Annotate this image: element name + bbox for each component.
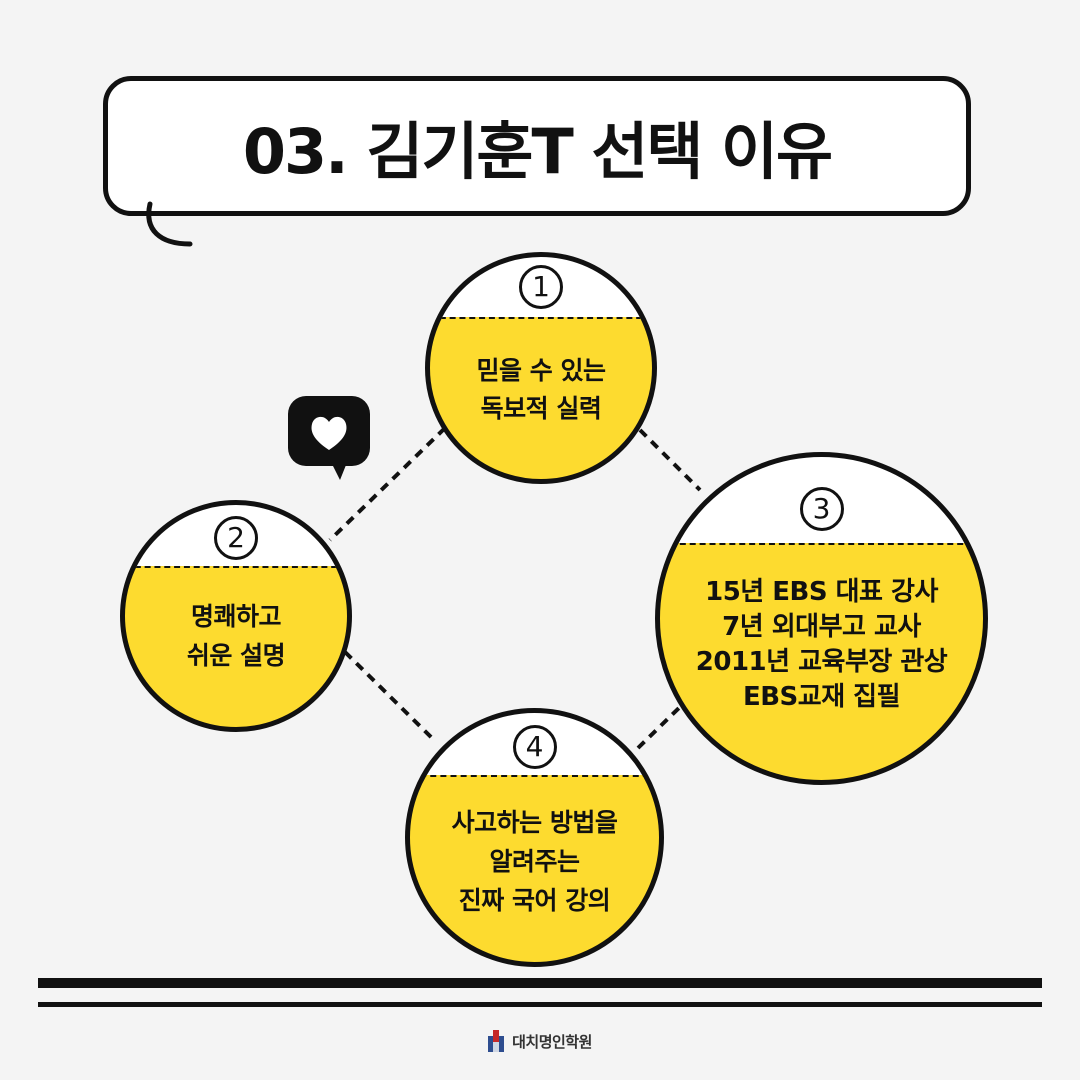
- reason-line: 사고하는 방법을: [451, 808, 618, 837]
- reason-text: 사고하는 방법을 알려주는 진짜 국어 강의: [410, 803, 659, 920]
- reason-circle-3: 3 15년 EBS 대표 강사 7년 외대부고 교사 2011년 교육부장 관상…: [655, 452, 988, 785]
- dashed-divider: [410, 775, 659, 777]
- reason-text: 15년 EBS 대표 강사 7년 외대부고 교사 2011년 교육부장 관상 E…: [660, 575, 983, 715]
- connector-2-4: [343, 650, 438, 744]
- reason-line: 15년 EBS 대표 강사: [705, 577, 938, 607]
- connector-1-2: [328, 426, 447, 542]
- speech-tail-icon: [146, 201, 193, 247]
- reason-line: 쉬운 설명: [186, 641, 286, 670]
- reason-line: 진짜 국어 강의: [458, 886, 611, 915]
- divider-thin: [38, 1002, 1042, 1007]
- reason-line: 2011년 교육부장 관상: [695, 647, 948, 677]
- reason-circle-1: 1 믿을 수 있는 독보적 실력: [425, 252, 657, 484]
- number-badge: 4: [512, 725, 557, 769]
- dashed-divider: [660, 543, 983, 545]
- connector-4-3: [636, 702, 685, 750]
- reason-line: 7년 외대부고 교사: [722, 612, 921, 642]
- reason-circle-4: 4 사고하는 방법을 알려주는 진짜 국어 강의: [405, 708, 664, 967]
- footer: 대치명인학원: [0, 1030, 1080, 1052]
- number-badge: 1: [519, 265, 563, 309]
- number-badge: 2: [214, 516, 258, 560]
- dashed-divider: [125, 566, 347, 568]
- connector-1-3: [638, 428, 702, 492]
- title-bubble: 03. 김기훈T 선택 이유: [103, 76, 971, 216]
- heart-chat-bubble-icon: [288, 396, 370, 480]
- brand-name: 대치명인학원: [512, 1032, 592, 1051]
- divider-thick: [38, 978, 1042, 988]
- reason-text: 명쾌하고 쉬운 설명: [125, 597, 347, 675]
- reason-line: 믿을 수 있는: [476, 356, 606, 385]
- reason-line: EBS교재 집필: [742, 682, 901, 712]
- reason-text: 믿을 수 있는 독보적 실력: [430, 352, 652, 428]
- reason-circle-2: 2 명쾌하고 쉬운 설명: [120, 500, 352, 732]
- number-badge: 3: [799, 487, 844, 531]
- reason-line: 독보적 실력: [480, 394, 602, 423]
- page-title: 03. 김기훈T 선택 이유: [242, 115, 833, 188]
- reason-line: 명쾌하고: [190, 602, 282, 631]
- academy-logo-icon: [488, 1030, 505, 1052]
- dashed-divider: [430, 317, 652, 319]
- reason-line: 알려주는: [489, 847, 580, 876]
